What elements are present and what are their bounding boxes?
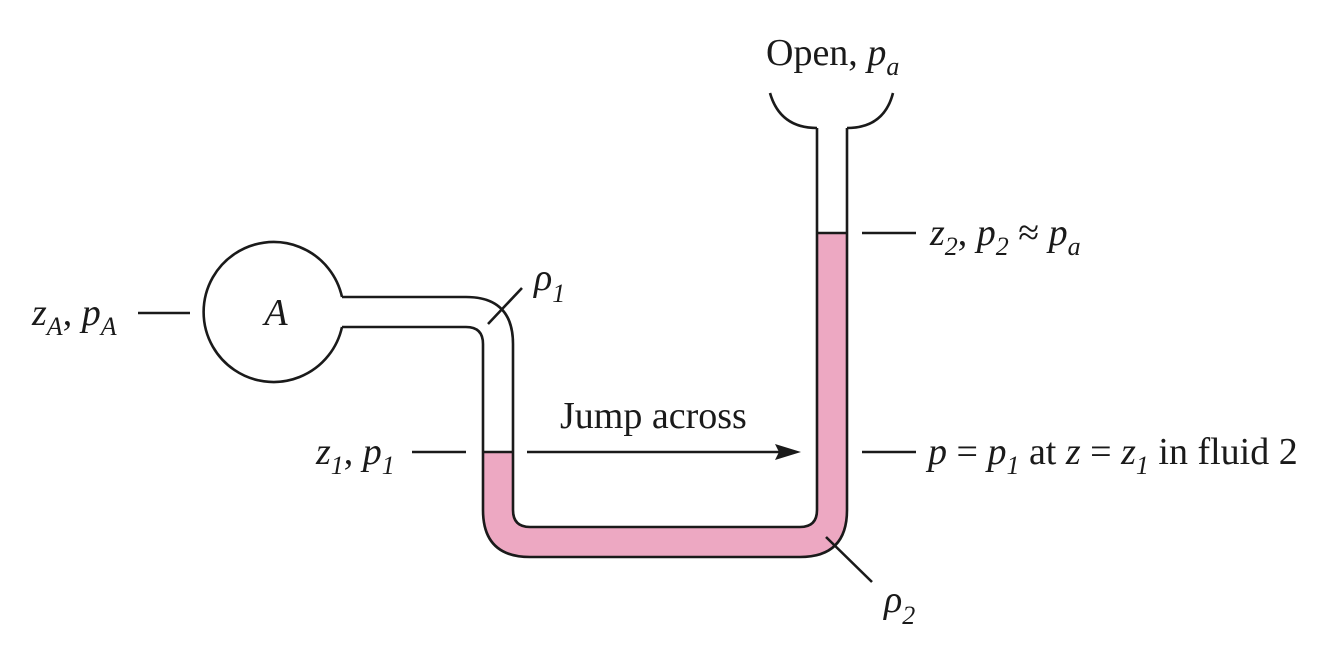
label-rho2: ρ2 [883, 579, 915, 630]
leader-rho2 [825, 536, 873, 583]
label-z1-p1: z1, p1 [315, 431, 395, 480]
label-zA-pA: zA, pA [31, 292, 117, 341]
tube-outer-wall [342, 128, 819, 529]
label-vessel-a: A [261, 292, 288, 334]
label-rho1: ρ1 [533, 257, 565, 308]
label-open: Open, pa [766, 32, 899, 81]
label-jump-across: Jump across [560, 395, 747, 437]
label-z2-p2: z2, p2 ≈ pa [929, 212, 1081, 261]
tube-inner-wall [342, 128, 849, 559]
open-funnel [768, 92, 895, 130]
label-equation: p = p1 at z = z1 in fluid 2 [925, 431, 1298, 480]
leader-rho1 [487, 287, 523, 325]
vessel-a [202, 240, 344, 384]
jump-arrow-head [775, 444, 801, 460]
